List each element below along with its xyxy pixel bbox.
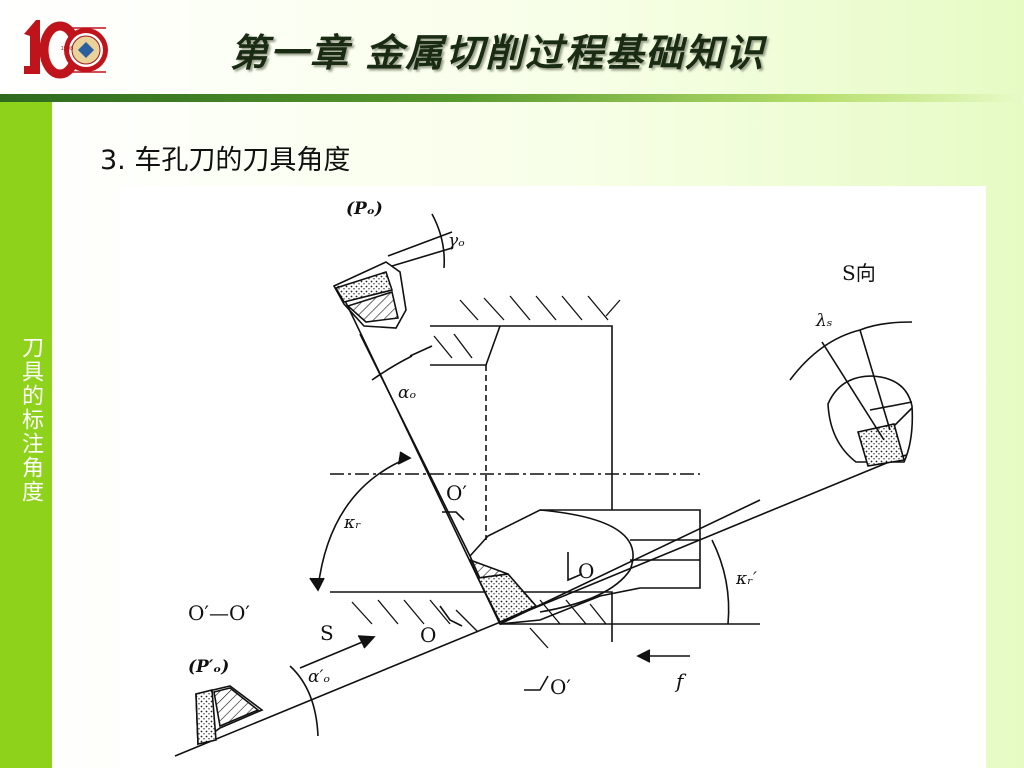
- kappa-r-arc: [317, 457, 409, 589]
- label-kappa-r: κᵣ: [343, 513, 361, 533]
- label-o-center: O: [578, 559, 594, 583]
- s-view-section: [827, 375, 914, 463]
- label-po: (Pₒ): [346, 199, 383, 219]
- label-po-prime: (P′ₒ): [188, 657, 229, 677]
- tool-insert-hatch: [468, 558, 509, 579]
- section-po-insert: [334, 270, 394, 303]
- section-po: [332, 261, 407, 329]
- workpiece-lower-wall: [330, 591, 613, 642]
- s-arrow: [299, 637, 373, 669]
- sidebar-label: 刀具的标注角度: [18, 336, 43, 504]
- side-bar: [0, 102, 52, 768]
- o-mark-bottom: [524, 675, 549, 691]
- workpiece-hatching-lower: [351, 599, 607, 649]
- label-feed: f: [674, 669, 687, 693]
- label-s-direction: S向: [842, 261, 876, 285]
- figure-background: [120, 186, 986, 768]
- o-mark-top: [442, 511, 465, 521]
- university-logo: [24, 20, 108, 79]
- workpiece-upper-wall: [430, 325, 613, 510]
- section-po-hatch: [346, 290, 399, 323]
- chapter-title: 第一章 金属切削过程基础知识: [230, 30, 766, 75]
- logo-year: 1908: [60, 46, 74, 52]
- label-o-lower: O: [420, 623, 436, 647]
- header-bar: [0, 94, 1024, 102]
- o-mark-lower: [439, 605, 463, 627]
- secondary-edge-parallel: [499, 499, 761, 625]
- rake-reference-line: [359, 333, 471, 557]
- label-gamma-o: γₒ: [448, 231, 465, 251]
- section-po-prime-hatch: [213, 687, 260, 728]
- kappa-r-prime-arc: [711, 539, 730, 625]
- section-po-prime-insert: [195, 688, 217, 745]
- section-subtitle: 3. 车孔刀的刀具角度: [100, 145, 351, 176]
- label-lambda-s: λₛ: [815, 311, 833, 331]
- workpiece-hatching-upper: [433, 295, 621, 359]
- label-kappa-r-prime: κᵣ′: [735, 569, 757, 589]
- label-section-o-o: O′—O′: [188, 601, 250, 625]
- label-alpha-o: αₒ: [398, 383, 416, 403]
- label-o-prime-bottom: O′: [550, 675, 571, 699]
- boring-bar: [469, 509, 701, 625]
- label-alpha-o-prime: α′ₒ: [308, 667, 330, 687]
- label-s-arrow: S: [320, 621, 334, 645]
- label-o-prime-top: O′: [446, 481, 467, 505]
- bore-chamfer-left: [485, 325, 501, 366]
- s-view-insert: [856, 423, 906, 467]
- boring-bar-tip-arc: [539, 509, 634, 613]
- o-mark-center: [567, 552, 583, 582]
